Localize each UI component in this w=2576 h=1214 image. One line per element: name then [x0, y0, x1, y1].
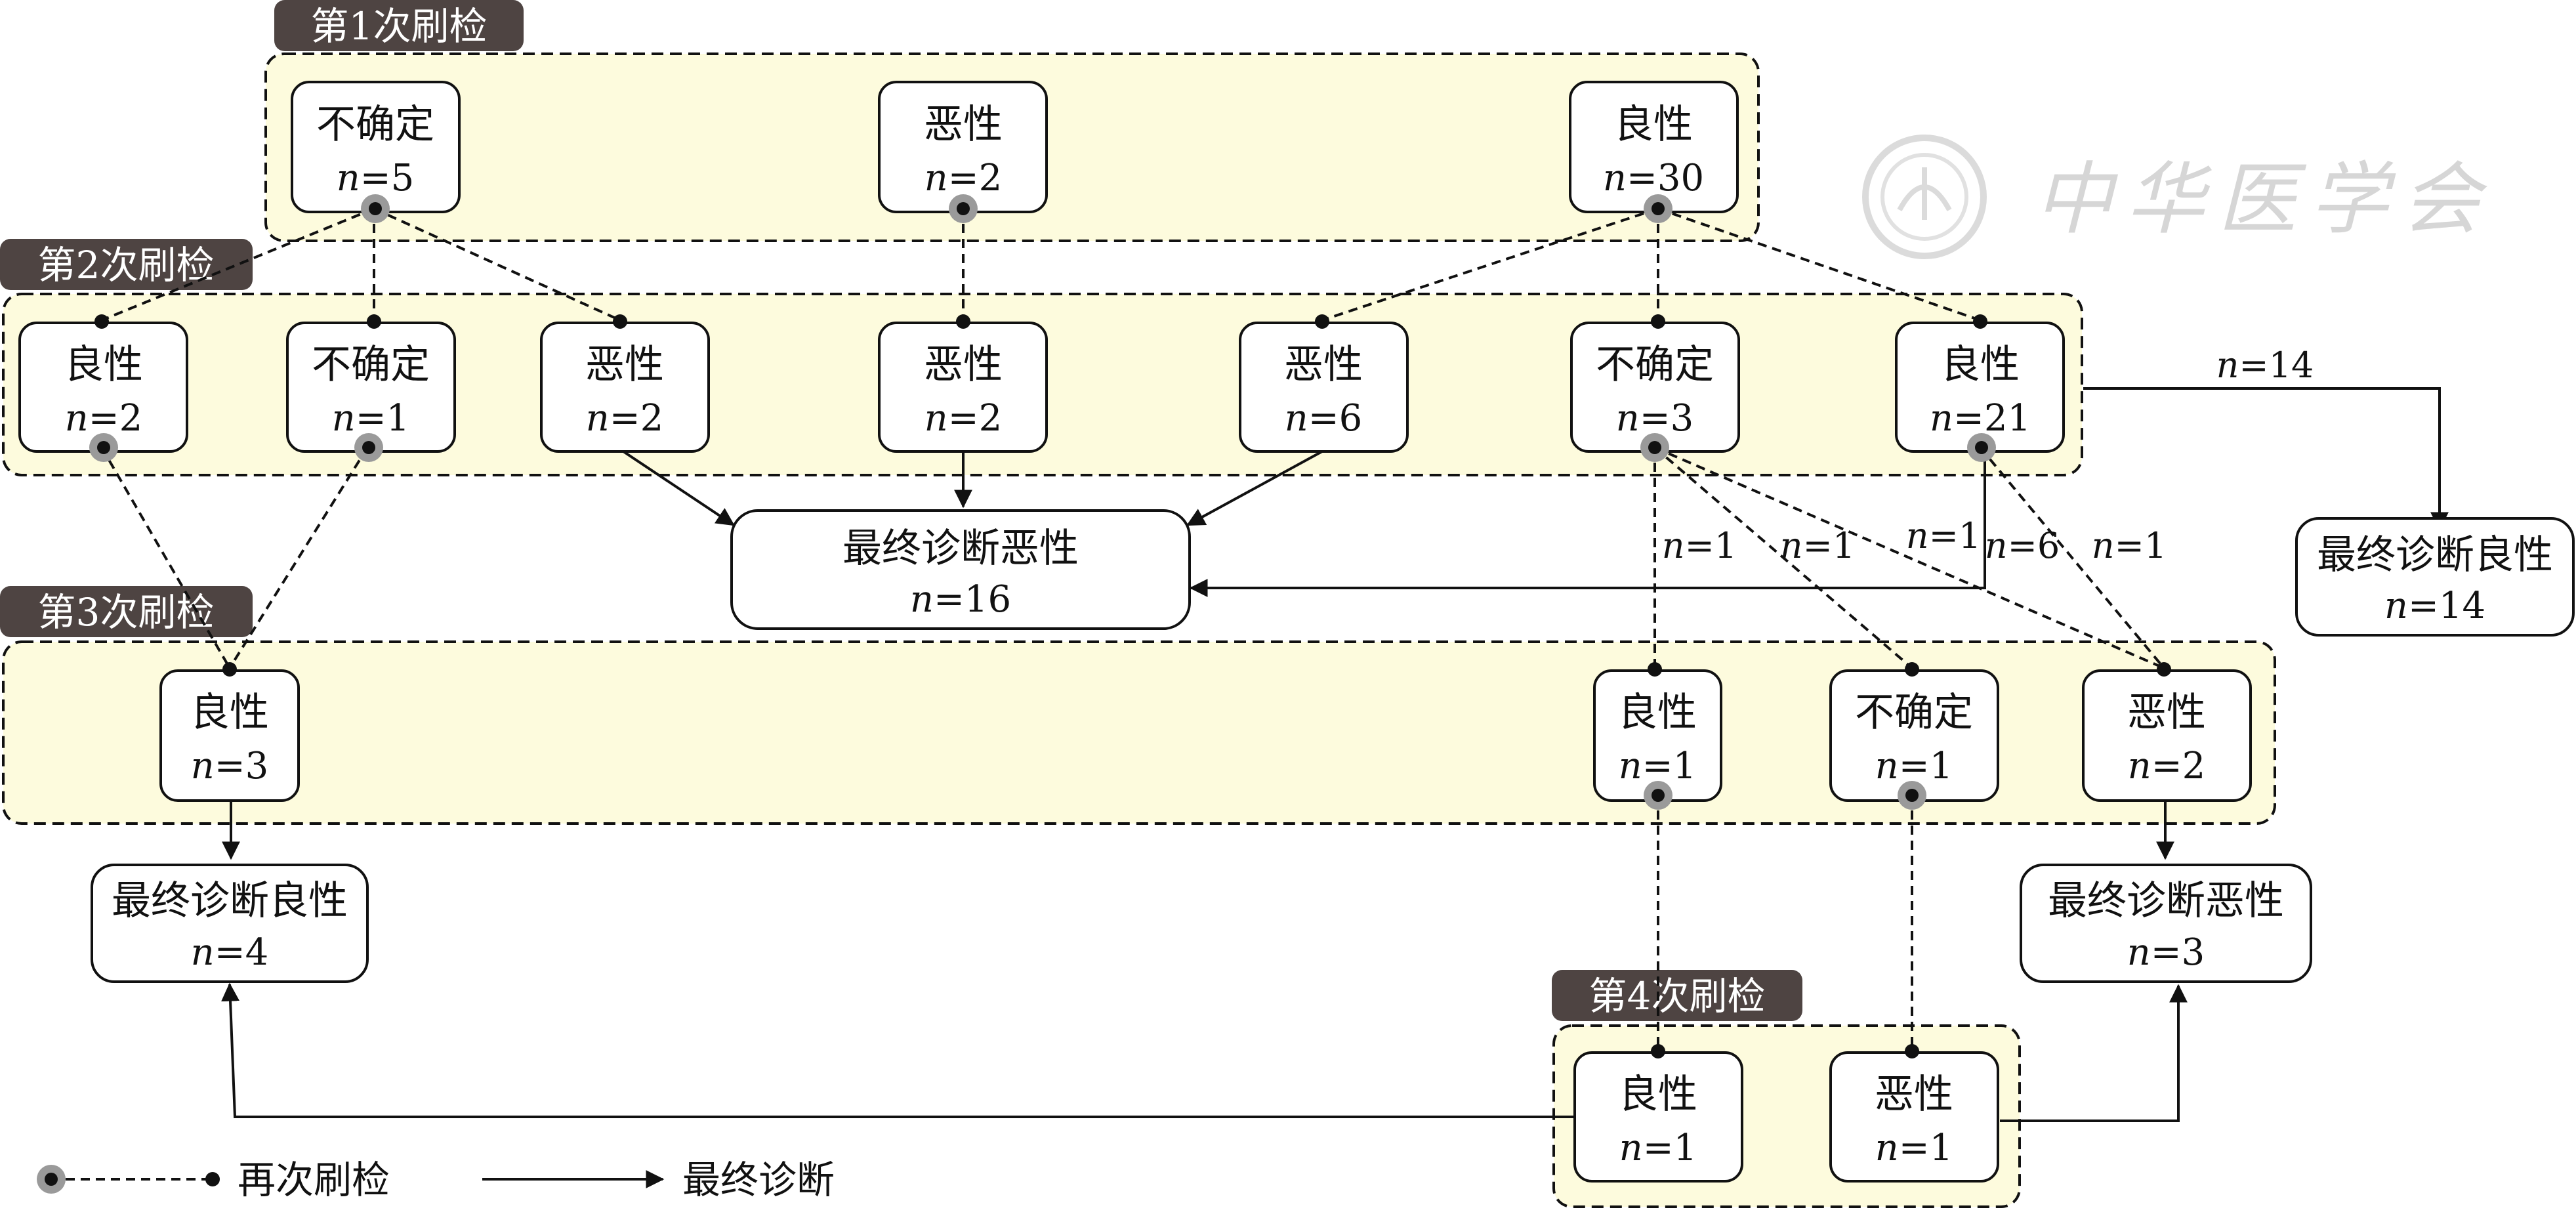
- node-r4-malignant: 恶性 n=1: [1829, 1051, 1999, 1183]
- svg-text:恶性: 恶性: [2127, 690, 2206, 736]
- node-final-malignant-3: 最终诊断恶性 n=3: [2020, 864, 2312, 983]
- svg-text:n=2: n=2: [924, 157, 1003, 199]
- rebrush-connectors: [100, 207, 2165, 1050]
- node-r2-indeterminate-b: 不确定 n=3: [1570, 322, 1740, 453]
- edge-label-n1-b: n=1: [1780, 525, 1855, 566]
- edge-label-n1-d: n=1: [2092, 525, 2167, 566]
- svg-text:最终诊断恶性: 最终诊断恶性: [2048, 878, 2284, 924]
- svg-text:n=2: n=2: [924, 397, 1003, 440]
- final-connectors: [221, 387, 2449, 1122]
- seal-icon: [1862, 135, 1987, 259]
- node-r1-benign: 良性 n=30: [1569, 81, 1739, 213]
- edge-label-n6: n=6: [1985, 525, 2060, 566]
- node-r3-malignant: 恶性 n=2: [2082, 669, 2252, 802]
- svg-text:n=3: n=3: [191, 745, 269, 787]
- node-final-malignant-16: 最终诊断恶性 n=16: [730, 509, 1191, 630]
- svg-text:恶性: 恶性: [924, 102, 1003, 148]
- svg-text:n=3: n=3: [2127, 931, 2205, 974]
- node-final-benign-4: 最终诊断良性 n=4: [91, 864, 369, 983]
- svg-text:最终诊断恶性: 最终诊断恶性: [842, 526, 1079, 572]
- svg-text:n=1: n=1: [1619, 745, 1697, 787]
- svg-text:恶性: 恶性: [924, 342, 1003, 388]
- svg-text:恶性: 恶性: [585, 342, 664, 388]
- svg-text:n=5: n=5: [337, 157, 415, 199]
- legend: 再次刷检 最终诊断: [37, 1158, 835, 1202]
- svg-text:n=2: n=2: [586, 397, 664, 440]
- node-r3-benign-b: 良性 n=1: [1593, 669, 1722, 802]
- svg-text:恶性: 恶性: [1284, 342, 1363, 388]
- stage2-tab: 第2次刷检: [0, 239, 253, 290]
- node-r1-malignant: 恶性 n=2: [878, 81, 1048, 213]
- stage4-tab: 第4次刷检: [1552, 970, 1802, 1021]
- node-r2-malignant-b: 恶性 n=2: [878, 322, 1048, 453]
- svg-text:不确定: 不确定: [1596, 342, 1714, 388]
- node-final-benign-14: 最终诊断良性 n=14: [2295, 517, 2575, 637]
- edge-label-n14: n=14: [2216, 345, 2314, 386]
- node-r3-benign-a: 良性 n=3: [159, 669, 300, 802]
- node-r4-benign: 良性 n=1: [1573, 1051, 1743, 1183]
- node-r1-indeterminate: 不确定 n=5: [291, 81, 461, 213]
- svg-text:不确定: 不确定: [312, 342, 430, 388]
- node-r2-malignant-a: 恶性 n=2: [540, 322, 710, 453]
- svg-text:n=6: n=6: [1285, 397, 1363, 440]
- stage1-tab: 第1次刷检: [274, 0, 524, 51]
- svg-text:不确定: 不确定: [1855, 690, 1973, 736]
- svg-text:n=1: n=1: [1875, 1127, 1953, 1169]
- svg-text:良性: 良性: [1619, 1072, 1697, 1118]
- watermark-text: 中华医学会: [2034, 154, 2493, 245]
- svg-text:不确定: 不确定: [316, 102, 434, 148]
- stage3-tab: 第3次刷检: [0, 586, 253, 637]
- svg-text:良性: 良性: [1614, 102, 1693, 148]
- svg-text:n=1: n=1: [332, 397, 410, 440]
- svg-text:n=2: n=2: [65, 397, 143, 440]
- svg-text:最终诊断良性: 最终诊断良性: [2317, 532, 2553, 578]
- svg-text:n=4: n=4: [191, 931, 269, 974]
- node-r2-indeterminate-a: 不确定 n=1: [286, 322, 456, 453]
- edge-label-n1-c: n=1: [1906, 515, 1981, 556]
- svg-text:n=1: n=1: [1619, 1127, 1697, 1169]
- target-dots: [94, 314, 2171, 1058]
- svg-text:良性: 良性: [1618, 690, 1697, 736]
- svg-text:良性: 良性: [64, 342, 143, 388]
- svg-text:n=3: n=3: [1616, 397, 1694, 440]
- stage3-title: 第3次刷检: [38, 590, 215, 635]
- source-dots: [89, 194, 1996, 810]
- svg-text:n=14: n=14: [2384, 585, 2485, 627]
- svg-text:n=16: n=16: [910, 578, 1011, 621]
- stage4-title: 第4次刷检: [1589, 974, 1766, 1018]
- node-r2-benign-a: 良性 n=2: [18, 322, 188, 453]
- legend-rebrush-label: 再次刷检: [238, 1158, 390, 1202]
- node-r3-indeterminate: 不确定 n=1: [1829, 669, 1999, 802]
- node-r2-benign-b: 良性 n=21: [1895, 322, 2065, 453]
- stage1-title: 第1次刷检: [311, 4, 488, 49]
- watermark: 中华医学会: [1862, 135, 2493, 259]
- svg-text:良性: 良性: [1941, 342, 2020, 388]
- svg-text:n=30: n=30: [1603, 157, 1704, 199]
- svg-text:恶性: 恶性: [1875, 1072, 1953, 1118]
- svg-text:最终诊断良性: 最终诊断良性: [112, 878, 348, 924]
- svg-text:n=2: n=2: [2128, 745, 2206, 787]
- legend-final-label: 最终诊断: [682, 1158, 835, 1202]
- stage2-title: 第2次刷检: [38, 243, 215, 287]
- edge-label-n1-a: n=1: [1662, 525, 1737, 566]
- node-r2-malignant-c: 恶性 n=6: [1239, 322, 1409, 453]
- svg-text:n=1: n=1: [1875, 745, 1953, 787]
- svg-text:良性: 良性: [190, 690, 269, 736]
- svg-text:n=21: n=21: [1930, 397, 2031, 440]
- edge-labels: n=14 n=1 n=1 n=1 n=6 n=1: [1662, 345, 2314, 566]
